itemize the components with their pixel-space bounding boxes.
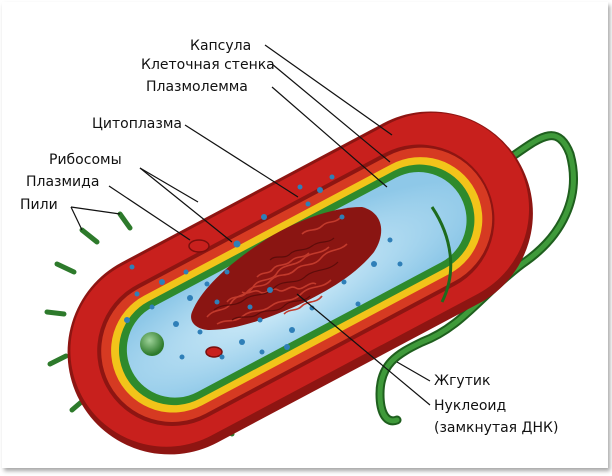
plasmid — [205, 346, 223, 358]
label-cytoplasm: Цитоплазма — [92, 116, 182, 132]
pilus — [47, 353, 69, 367]
ribosomes — [124, 174, 403, 360]
label-ribosomes: Рибосомы — [49, 152, 122, 168]
pilus — [54, 261, 77, 275]
label-capsule: Капсула — [190, 38, 251, 54]
plasmid — [188, 239, 210, 253]
pilus — [117, 211, 133, 231]
membrane-edge — [430, 206, 453, 303]
plasmids — [188, 239, 223, 358]
bacterium-diagram: Капсула Клеточная стенка Плазмолемма Цит… — [20, 38, 578, 455]
label-plasmalemma: Плазмолемма — [146, 79, 248, 95]
pilus — [44, 309, 67, 317]
label-nucleoid-note: (замкнутая ДНК) — [434, 420, 558, 436]
label-flagellum: Жгутик — [434, 373, 490, 389]
label-cell-wall: Клеточная стенка — [141, 57, 275, 73]
diagram-frame: Капсула Клеточная стенка Плазмолемма Цит… — [2, 2, 608, 468]
inclusion-body — [140, 332, 164, 356]
label-nucleoid: Нуклеоид — [434, 398, 506, 414]
label-plasmid: Плазмида — [26, 174, 99, 190]
nucleoid — [191, 207, 382, 330]
label-pili: Пили — [20, 197, 58, 213]
pilus — [79, 227, 100, 245]
leader-lines — [70, 44, 431, 406]
